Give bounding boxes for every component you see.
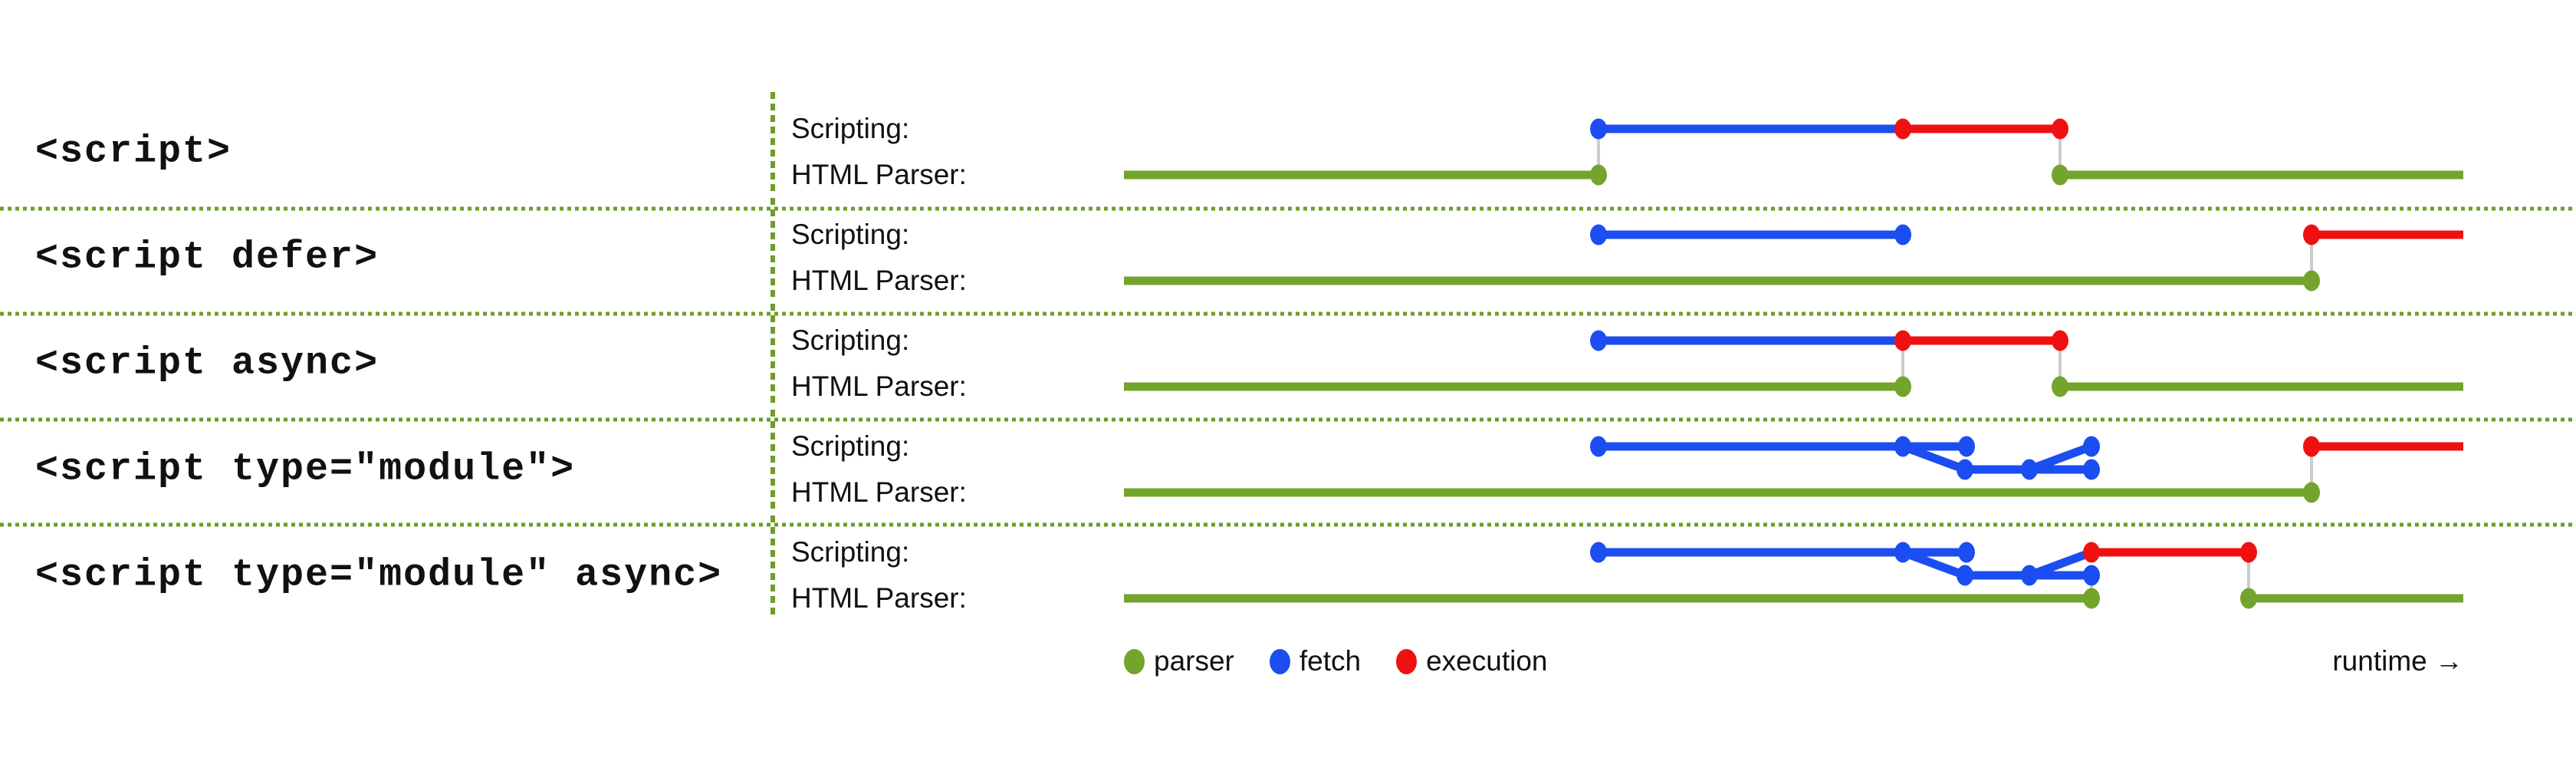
legend-label-execution: execution (1426, 645, 1548, 677)
dot-fetch (2083, 459, 2100, 480)
legend-label-fetch: fetch (1299, 645, 1362, 677)
parser-dot-icon (1124, 648, 1145, 674)
html-parser-label: HTML Parser: (791, 265, 967, 296)
dot-fetch (2083, 565, 2100, 586)
row-tag-label-script-module: <script type="module"> (35, 447, 576, 492)
dot-fetch (1957, 565, 1973, 586)
legend-item-parser: parser (1124, 645, 1234, 677)
dot-fetch (2021, 565, 2038, 586)
dot-fetch (1957, 459, 1973, 480)
legend-item-fetch: fetch (1269, 645, 1362, 677)
dot-execution (2083, 542, 2100, 563)
legend: parser fetch execution (1124, 645, 1548, 677)
dot-parser (2083, 588, 2100, 609)
dot-execution (2052, 118, 2068, 140)
dot-fetch (1958, 542, 1975, 563)
dot-parser (2052, 376, 2068, 397)
html-parser-label: HTML Parser: (791, 582, 967, 614)
dot-execution (2303, 224, 2320, 245)
dot-fetch (2021, 459, 2038, 480)
dot-fetch (1590, 330, 1607, 351)
dot-fetch (1894, 436, 1911, 457)
dot-execution (1894, 330, 1911, 351)
scripting-label: Scripting: (791, 536, 910, 568)
segment-fetch (2028, 442, 2093, 474)
row-tag-label-script-defer: <script defer> (35, 236, 380, 280)
dot-parser (2052, 164, 2068, 186)
dot-execution (2240, 542, 2257, 563)
dot-fetch (1590, 542, 1607, 563)
row-tag-label-script: <script> (35, 130, 232, 174)
html-parser-label: HTML Parser: (791, 371, 967, 402)
dot-parser (2303, 482, 2320, 503)
dot-fetch (1958, 436, 1975, 457)
segment-fetch (2028, 548, 2093, 580)
runtime-axis-label: runtime → (2332, 645, 2463, 677)
dot-fetch (1590, 118, 1607, 140)
row-tag-label-script-module-async: <script type="module" async> (35, 553, 723, 598)
dot-parser (2303, 270, 2320, 292)
dot-execution (2052, 330, 2068, 351)
segment-fetch (1901, 442, 1967, 474)
scripting-label: Scripting: (791, 430, 910, 462)
scripting-label: Scripting: (791, 113, 910, 144)
dot-execution (1894, 118, 1911, 140)
legend-label-parser: parser (1154, 645, 1234, 677)
dot-parser (1894, 376, 1911, 397)
dot-execution (2303, 436, 2320, 457)
row-tag-label-script-async: <script async> (35, 341, 380, 386)
dot-fetch (1894, 224, 1911, 245)
dot-parser (1590, 164, 1607, 186)
html-parser-label: HTML Parser: (791, 159, 967, 190)
fetch-dot-icon (1269, 648, 1290, 674)
dot-parser (2240, 588, 2257, 609)
scripting-label: Scripting: (791, 219, 910, 250)
segment-fetch (1901, 548, 1967, 580)
html-parser-label: HTML Parser: (791, 476, 967, 508)
dot-fetch (1590, 224, 1607, 245)
execution-dot-icon (1396, 648, 1418, 674)
legend-item-execution: execution (1396, 645, 1548, 677)
scripting-label: Scripting: (791, 324, 910, 356)
dot-fetch (1894, 542, 1911, 563)
dot-fetch (2083, 436, 2100, 457)
dot-fetch (1590, 436, 1607, 457)
